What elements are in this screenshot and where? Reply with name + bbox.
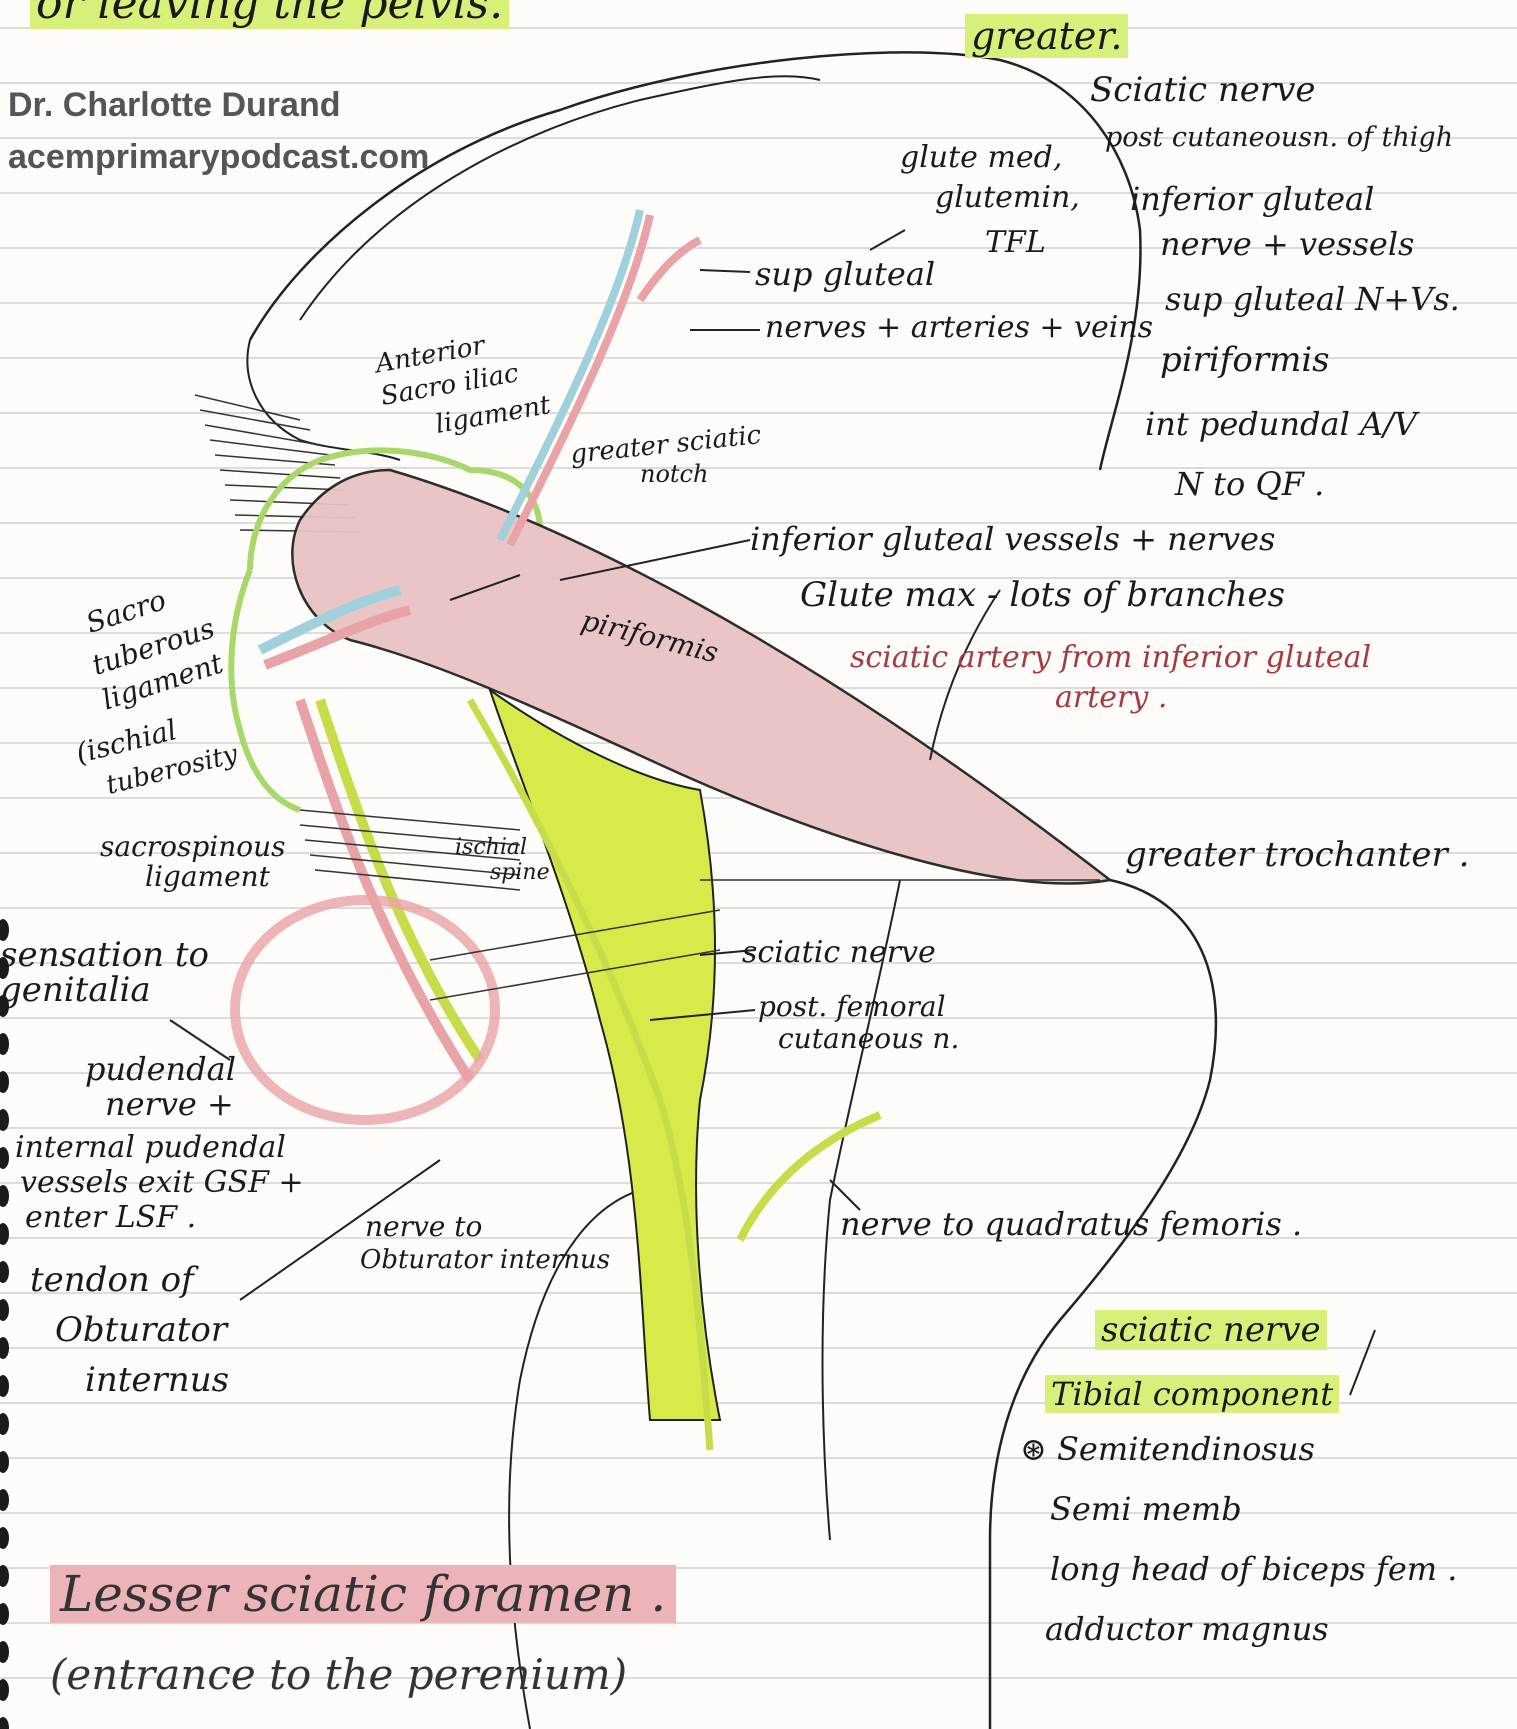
greater-item-5: sup gluteal N+Vs. (1165, 280, 1460, 318)
top-text: or leaving the pelvis. (30, 0, 509, 29)
label-nerve-to-qf: nerve to quadratus femoris . (840, 1205, 1302, 1243)
label-pudendal-4: vessels exit GSF + (20, 1165, 304, 1200)
label-glute-med: glute med, (900, 140, 1062, 175)
top-highlight-text: or leaving the pelvis. (30, 0, 509, 29)
greater-item-2: post cutaneousn. of thigh (1105, 122, 1453, 153)
spiral-hole (0, 1337, 9, 1359)
spiral-hole (0, 1071, 9, 1093)
label-glute-max: Glute max - lots of branches (800, 575, 1285, 615)
tibial-heading-text: sciatic nerve (1095, 1310, 1327, 1350)
spiral-hole (0, 1147, 9, 1169)
tibial-item-4: adductor magnus (1045, 1610, 1329, 1648)
tibial-item-1: ⊛ Semitendinosus (1020, 1430, 1315, 1468)
label-pudendal-1: pudendal (85, 1050, 236, 1088)
label-inferior-gluteal: inferior gluteal vessels + nerves (750, 520, 1275, 558)
spiral-hole (0, 1185, 9, 1207)
spiral-hole (0, 1603, 9, 1625)
greater-heading-text: greater. (965, 14, 1128, 58)
label-glute-min: glutemin, (935, 180, 1080, 215)
greater-item-6: piriformis (1160, 340, 1330, 380)
spiral-hole (0, 1299, 9, 1321)
spiral-hole (0, 1261, 9, 1283)
greater-item-7: int pedundal A/V (1145, 405, 1417, 443)
label-pudendal-5: enter LSF . (25, 1200, 196, 1235)
spiral-hole (0, 1223, 9, 1245)
label-tendon-oi-1: tendon of (30, 1260, 194, 1300)
tibial-item-3: long head of biceps fem . (1050, 1550, 1457, 1588)
label-sup-gluteal: sup gluteal (755, 255, 935, 293)
greater-heading: greater. (965, 14, 1128, 58)
label-sensation-2: genitalia (0, 970, 151, 1010)
label-sacrospinous-2: ligament (145, 860, 270, 893)
ischial-outline-green (231, 570, 300, 810)
greater-item-1: Sciatic nerve (1090, 70, 1315, 110)
label-nerve-to-oi-2: Obturator internus (360, 1245, 610, 1275)
thigh-outline (990, 880, 1216, 1729)
label-tfl: TFL (985, 225, 1046, 260)
label-pudendal-2: nerve + (105, 1085, 234, 1123)
greater-item-8: N to QF . (1175, 465, 1324, 503)
credit-site: acemprimarypodcast.com (8, 138, 429, 177)
spiral-hole (0, 1717, 9, 1729)
lesser-sciatic-foramen (235, 900, 495, 1120)
label-sacrospinous-1: sacrospinous (100, 830, 286, 863)
spiral-hole (0, 1641, 9, 1663)
label-sciatic-artery-1: sciatic artery from inferior gluteal (850, 640, 1371, 675)
label-sensation-1: sensation to (0, 935, 209, 975)
tibial-item-1-text: Semitendinosus (1057, 1430, 1315, 1468)
iliac-crest-inner (300, 76, 820, 320)
lesser-title: Lesser sciatic foramen . (50, 1565, 676, 1623)
label-sciatic-nerve: sciatic nerve (742, 935, 936, 970)
label-post-femoral-1: post. femoral (758, 990, 946, 1023)
label-ischial-spine-1: ischial (455, 835, 527, 860)
greater-item-3: inferior gluteal (1130, 180, 1374, 218)
tibial-item-2: Semi memb (1050, 1490, 1242, 1528)
label-ischial-spine-2: spine (490, 860, 550, 885)
credit-author: Dr. Charlotte Durand (8, 86, 340, 125)
label-post-femoral-2: cutaneous n. (778, 1022, 959, 1055)
tibial-subheading-text: Tibial component (1045, 1375, 1339, 1413)
label-tendon-oi-3: internus (85, 1360, 229, 1400)
tibial-heading: sciatic nerve (1095, 1310, 1327, 1350)
label-pudendal-3: internal pudendal (15, 1130, 286, 1165)
label-tendon-oi-2: Obturator (55, 1310, 227, 1350)
label-greater-trochanter: greater trochanter . (1125, 835, 1469, 875)
spiral-hole (0, 1033, 9, 1055)
label-nerves-arteries-veins: nerves + arteries + veins (765, 310, 1153, 345)
greater-item-4: nerve + vessels (1160, 225, 1414, 263)
spiral-hole (0, 1489, 9, 1511)
lesser-subtitle: (entrance to the perenium) (50, 1650, 627, 1699)
tibial-subheading: Tibial component (1045, 1375, 1339, 1413)
lesser-title-text: Lesser sciatic foramen . (50, 1565, 676, 1623)
spiral-hole (0, 1451, 9, 1473)
spiral-hole (0, 1375, 9, 1397)
label-nerve-to-oi-1: nerve to (365, 1210, 482, 1243)
label-gsn-2: notch (640, 460, 708, 488)
spiral-hole (0, 1679, 9, 1701)
label-sciatic-artery-2: artery . (1055, 680, 1167, 715)
spiral-hole (0, 1527, 9, 1549)
spiral-hole (0, 1413, 9, 1435)
